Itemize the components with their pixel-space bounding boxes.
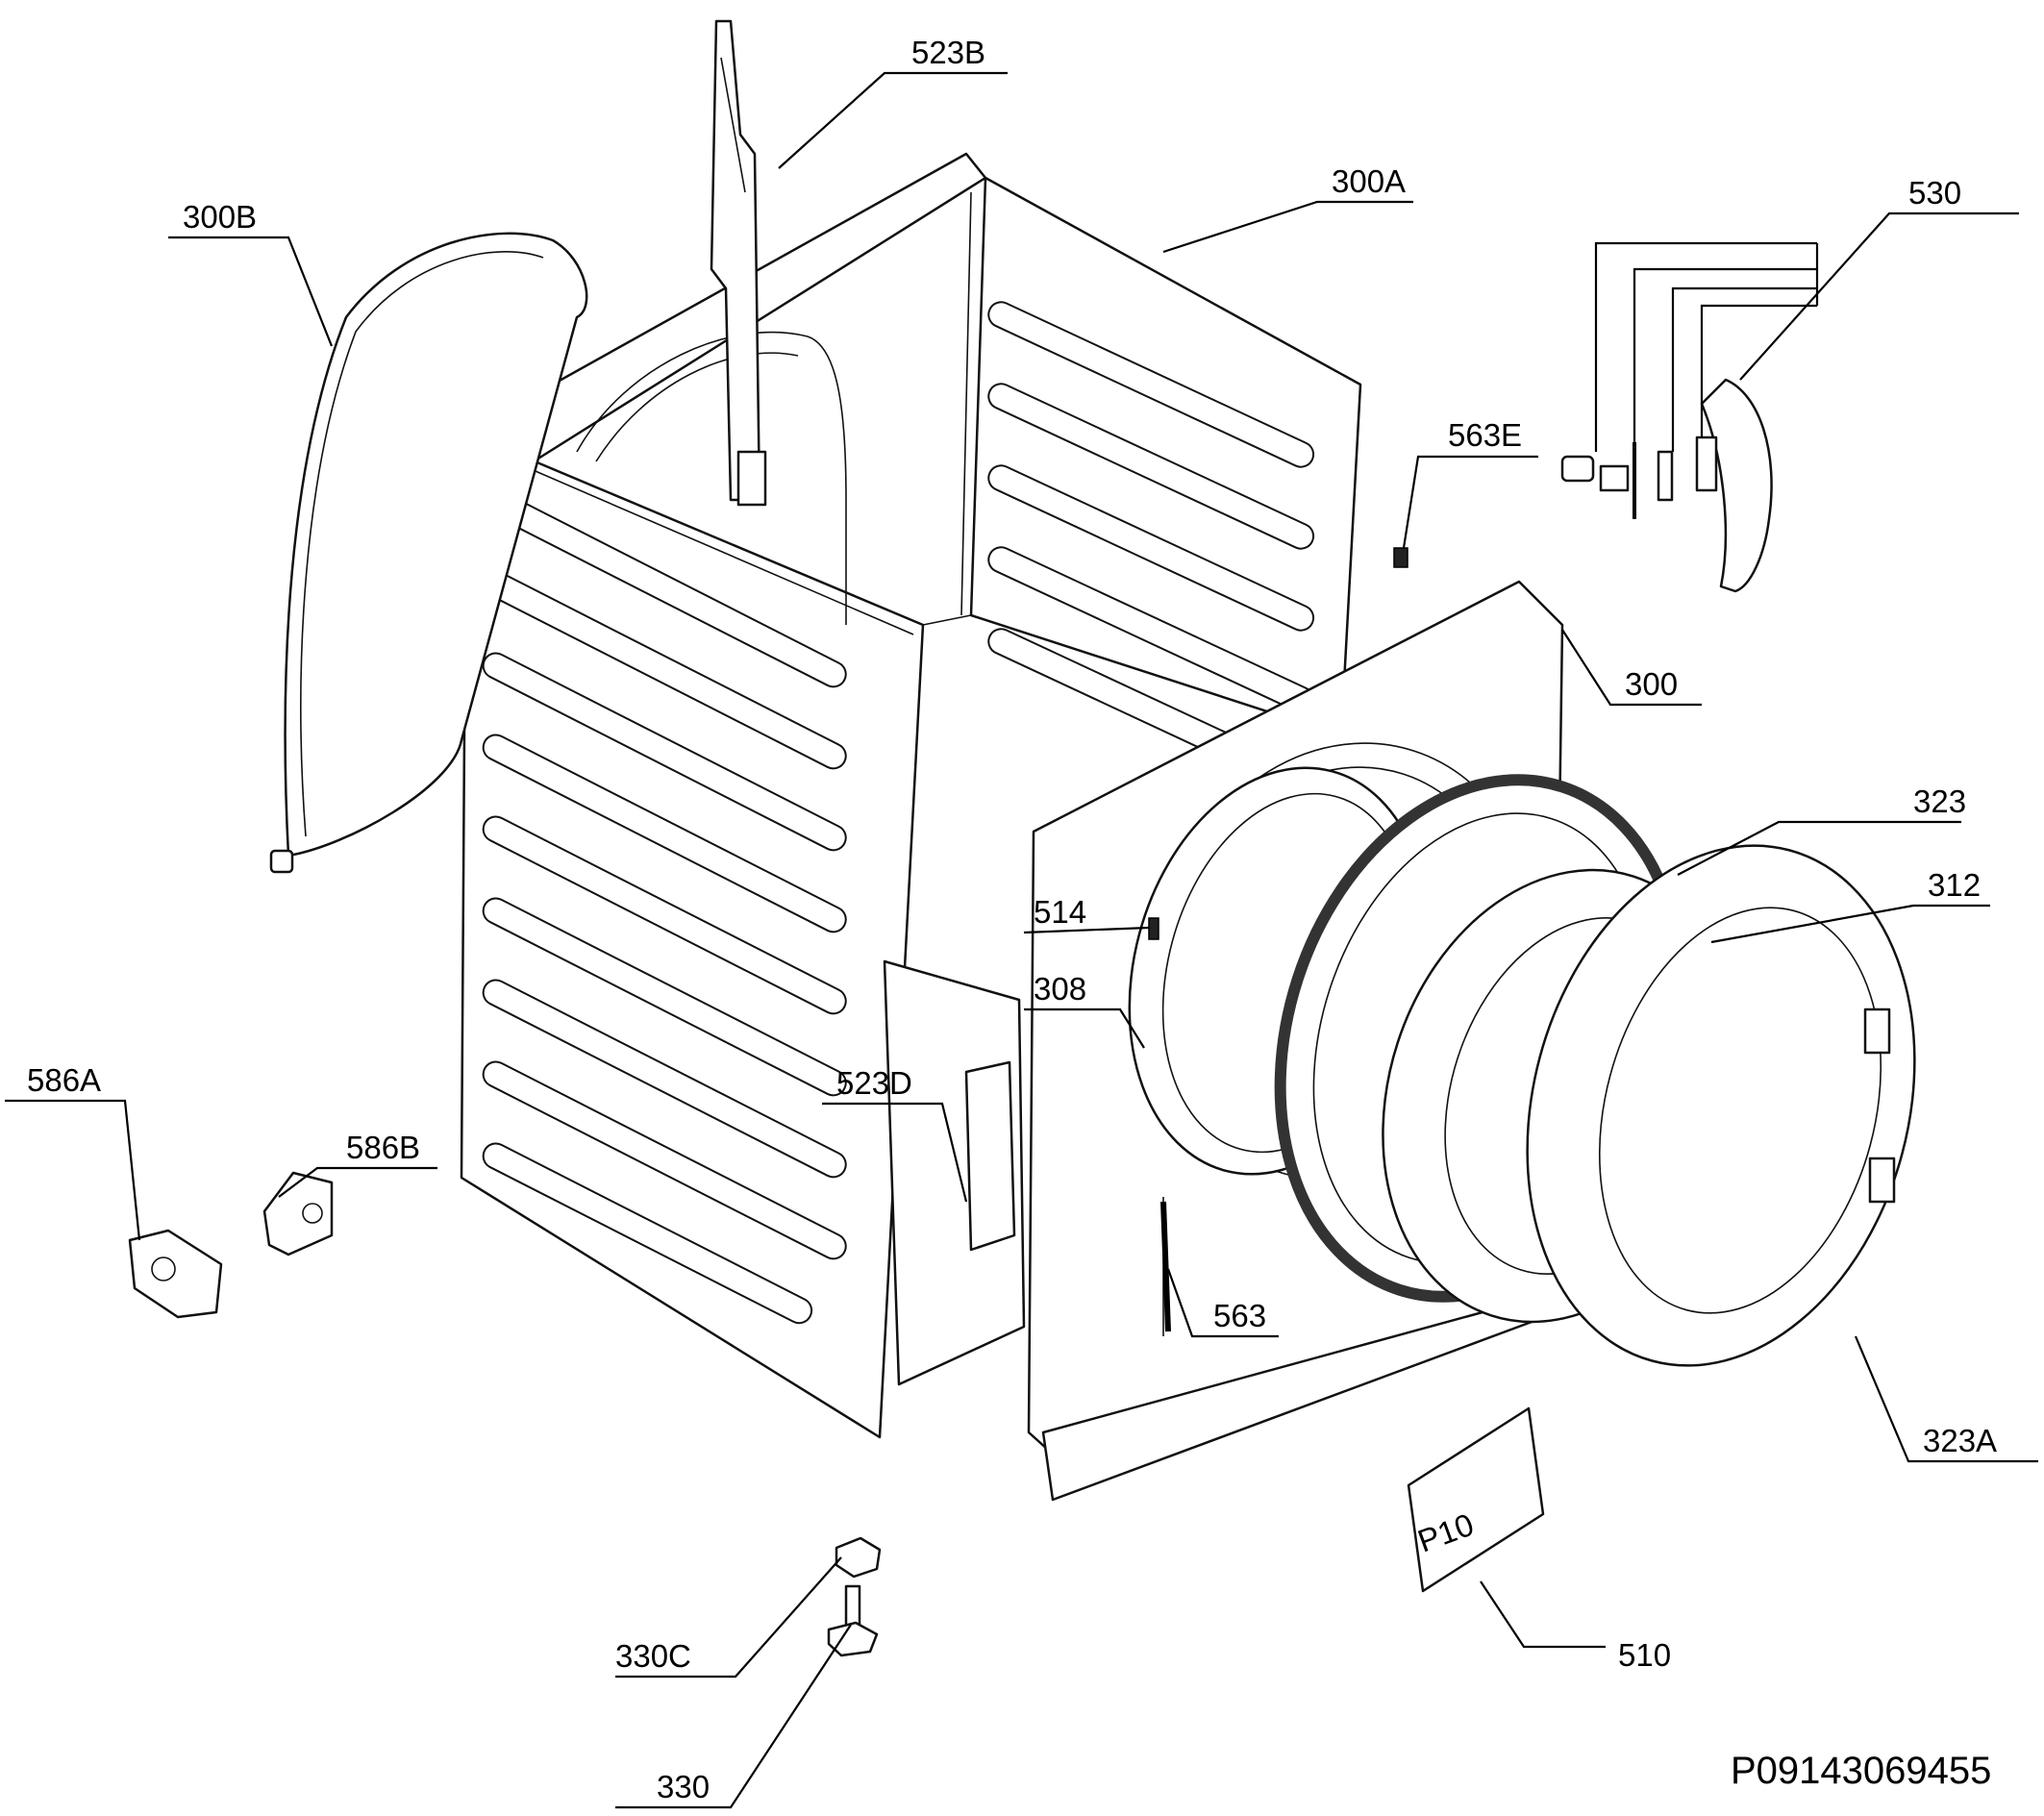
label-330: 330 [657, 1769, 710, 1804]
diagram-code: P09143069455 [1731, 1750, 1991, 1792]
label-530: 530 [1908, 175, 1961, 211]
label-300A: 300A [1332, 163, 1406, 199]
side-panel-right [969, 176, 1362, 795]
label-312: 312 [1928, 867, 1981, 903]
door-handle-530 [1560, 378, 1773, 593]
gasket-frame-300B [269, 232, 588, 874]
nut-330C [835, 1536, 882, 1579]
label-308: 308 [1034, 971, 1086, 1007]
tag-510: P10 [1407, 1406, 1545, 1593]
label-586B: 586B [346, 1130, 420, 1165]
part-labels: 523B 300B 300A 530 563E 300 323 312 514 … [27, 35, 1997, 1804]
label-523B: 523B [911, 35, 985, 70]
screw-514 [1148, 917, 1159, 940]
label-563E: 563E [1448, 417, 1522, 453]
label-323A: 323A [1923, 1423, 1997, 1458]
leader-lines [5, 71, 2038, 1809]
clip-563E [1393, 547, 1408, 568]
bracket-523D [964, 1060, 1016, 1252]
label-510: 510 [1618, 1637, 1671, 1673]
label-300B: 300B [183, 199, 257, 235]
label-330C: 330C [615, 1638, 691, 1674]
bracket-523B [710, 19, 767, 507]
label-586A: 586A [27, 1062, 101, 1098]
hinge-586B [262, 1171, 334, 1256]
label-300: 300 [1625, 666, 1678, 702]
door-outer-frame-323A [1526, 844, 1916, 1367]
label-514: 514 [1034, 894, 1086, 930]
foot-330 [827, 1584, 879, 1657]
label-563: 563 [1213, 1298, 1266, 1333]
label-523D: 523D [836, 1065, 912, 1101]
rod-563 [1160, 1201, 1171, 1332]
panel-ribs [482, 488, 847, 1325]
side-panel-left [460, 431, 925, 1439]
hinge-586A [128, 1229, 223, 1319]
label-323: 323 [1913, 784, 1966, 819]
